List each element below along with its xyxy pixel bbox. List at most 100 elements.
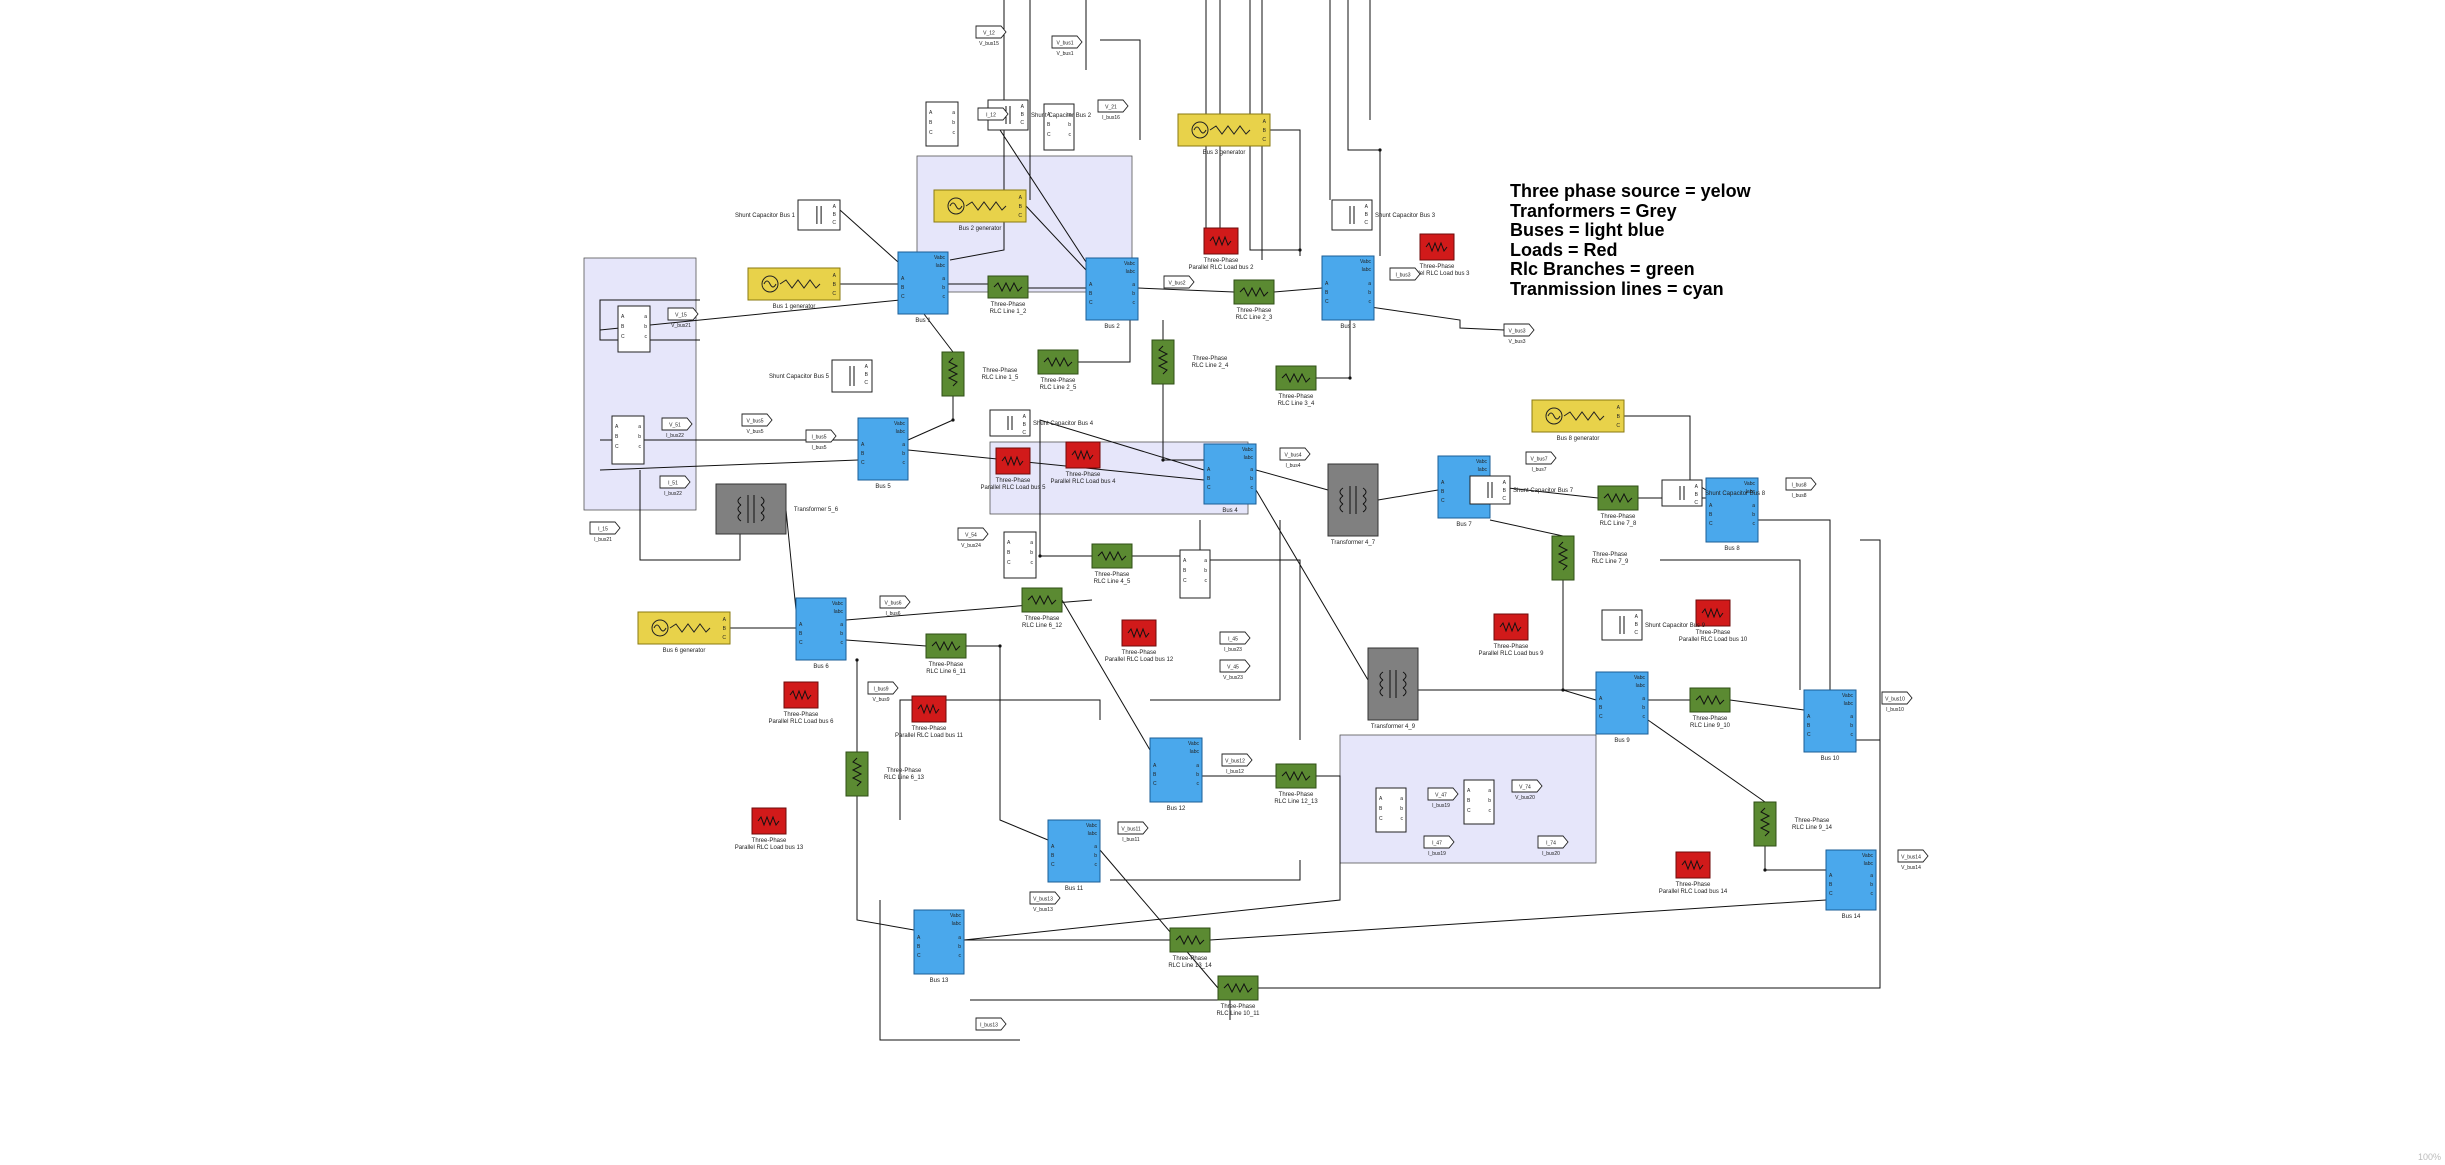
measurement-block[interactable] bbox=[617, 305, 651, 353]
tag-shape[interactable] bbox=[1897, 849, 1929, 863]
signal-wire[interactable] bbox=[1061, 599, 1151, 751]
load-block[interactable] bbox=[1121, 619, 1157, 647]
signal-wire[interactable] bbox=[785, 509, 797, 611]
bus-block[interactable] bbox=[1047, 819, 1101, 883]
signal-wire[interactable] bbox=[1110, 860, 1301, 881]
signal-wire[interactable] bbox=[839, 209, 899, 263]
capacitor-block[interactable] bbox=[1661, 479, 1703, 507]
signal-wire[interactable] bbox=[907, 449, 1205, 481]
tag-shape[interactable] bbox=[1051, 35, 1083, 49]
signal-wire[interactable] bbox=[899, 699, 1101, 820]
signal-wire[interactable] bbox=[1624, 415, 1707, 491]
tag-shape[interactable] bbox=[1219, 659, 1251, 673]
tag-shape[interactable] bbox=[1221, 753, 1253, 767]
signal-wire[interactable] bbox=[963, 775, 1341, 941]
bus-block[interactable] bbox=[1803, 689, 1857, 753]
tag-shape[interactable] bbox=[1389, 267, 1421, 281]
signal-wire[interactable] bbox=[1255, 489, 1369, 681]
transformer-block[interactable] bbox=[1327, 463, 1379, 537]
signal-wire[interactable] bbox=[1660, 559, 1801, 690]
signal-wire[interactable] bbox=[923, 313, 954, 353]
bus-block[interactable] bbox=[795, 597, 847, 661]
capacitor-block[interactable] bbox=[1331, 199, 1373, 231]
bus-block[interactable] bbox=[1149, 737, 1203, 803]
source-block[interactable] bbox=[933, 189, 1027, 223]
tag-shape[interactable] bbox=[1881, 691, 1913, 705]
signal-wire[interactable] bbox=[1150, 520, 1281, 701]
tag-shape[interactable] bbox=[1117, 821, 1149, 835]
signal-wire[interactable] bbox=[1764, 846, 1826, 871]
capacitor-block[interactable] bbox=[989, 409, 1031, 437]
tag-shape[interactable] bbox=[805, 429, 837, 443]
tag-shape[interactable] bbox=[1279, 447, 1311, 461]
goto-tag-1[interactable]: V_12V_bus15 bbox=[975, 25, 1007, 47]
signal-wire[interactable] bbox=[1025, 205, 1087, 271]
goto-tag-20[interactable]: V_45V_bus23 bbox=[1219, 659, 1251, 681]
capacitor-block[interactable] bbox=[1469, 475, 1511, 505]
signal-wire[interactable] bbox=[639, 470, 741, 561]
tag-shape[interactable] bbox=[1503, 323, 1535, 337]
bus-block[interactable] bbox=[1321, 255, 1375, 321]
capacitor-block[interactable] bbox=[797, 199, 841, 231]
measurement-block[interactable] bbox=[1003, 531, 1037, 579]
goto-tag-24[interactable]: I_bus13 bbox=[975, 1017, 1007, 1031]
source-block[interactable] bbox=[1531, 399, 1625, 433]
signal-wire[interactable] bbox=[1729, 699, 1805, 711]
measurement-block[interactable] bbox=[1375, 787, 1407, 833]
source-block[interactable] bbox=[637, 611, 731, 645]
signal-wire[interactable] bbox=[1039, 419, 1205, 557]
tag-shape[interactable] bbox=[667, 307, 699, 321]
tag-shape[interactable] bbox=[1029, 891, 1061, 905]
goto-tag-4[interactable]: V_21I_bus16 bbox=[1097, 99, 1129, 121]
measurement-block[interactable] bbox=[611, 415, 645, 465]
signal-wire[interactable] bbox=[1273, 287, 1323, 293]
tag-shape[interactable] bbox=[1163, 275, 1195, 289]
measurement-block[interactable] bbox=[925, 101, 959, 147]
tag-shape[interactable] bbox=[867, 681, 899, 695]
goto-tag-25[interactable]: V_47I_bus19 bbox=[1427, 787, 1459, 809]
tag-shape[interactable] bbox=[977, 107, 1009, 121]
transformer-2[interactable]: Transformer 4_7 bbox=[1327, 463, 1379, 546]
signal-wire[interactable] bbox=[1347, 0, 1381, 256]
signal-wire[interactable] bbox=[1270, 129, 1301, 256]
signal-wire[interactable] bbox=[879, 900, 1020, 1041]
tag-shape[interactable] bbox=[661, 417, 693, 431]
goto-tag-7[interactable]: I_51I_bus22 bbox=[659, 475, 691, 497]
branch-block[interactable] bbox=[1151, 339, 1175, 385]
signal-wire[interactable] bbox=[970, 999, 1231, 1020]
signal-wire[interactable] bbox=[1321, 299, 1505, 331]
tag-shape[interactable] bbox=[879, 595, 911, 609]
